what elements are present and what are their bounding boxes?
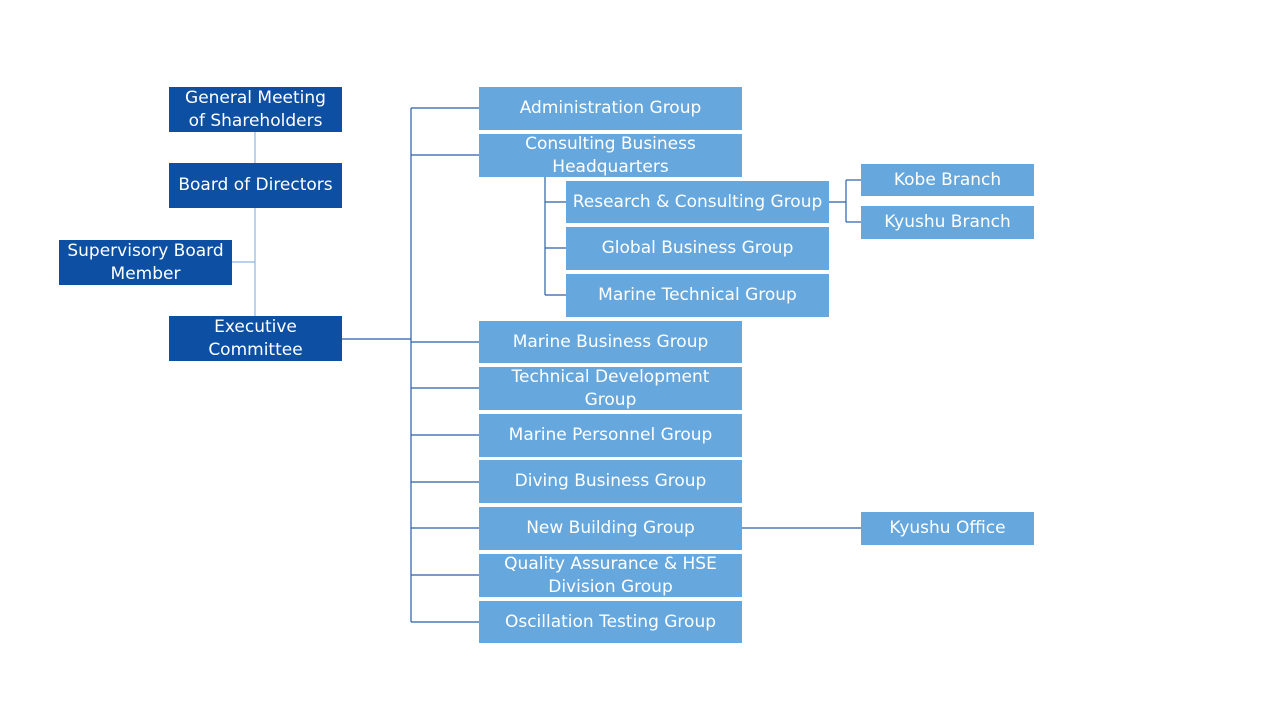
global-business-group-box: Global Business Group (566, 227, 829, 270)
oscillation-testing-group-box: Oscillation Testing Group (479, 601, 742, 643)
kyushu-branch-box: Kyushu Branch (861, 206, 1034, 239)
new-building-group-box: New Building Group (479, 507, 742, 550)
marine-business-group-box: Marine Business Group (479, 321, 742, 363)
technical-development-group-box: Technical Development Group (479, 367, 742, 410)
executive-committee-box: Executive Committee (169, 316, 342, 361)
supervisory-board-member-box: Supervisory Board Member (59, 240, 232, 285)
diving-business-group-box: Diving Business Group (479, 460, 742, 503)
marine-personnel-group-box: Marine Personnel Group (479, 414, 742, 457)
quality-assurance-hse-group-box: Quality Assurance & HSE Division Group (479, 554, 742, 597)
kyushu-office-box: Kyushu Office (861, 512, 1034, 545)
kobe-branch-box: Kobe Branch (861, 164, 1034, 196)
marine-technical-group-box: Marine Technical Group (566, 274, 829, 317)
research-consulting-group-box: Research & Consulting Group (566, 181, 829, 223)
consulting-business-hq-box: Consulting Business Headquarters (479, 134, 742, 177)
board-of-directors-box: Board of Directors (169, 163, 342, 208)
general-meeting-box: General Meeting of Shareholders (169, 87, 342, 132)
administration-group-box: Administration Group (479, 87, 742, 130)
